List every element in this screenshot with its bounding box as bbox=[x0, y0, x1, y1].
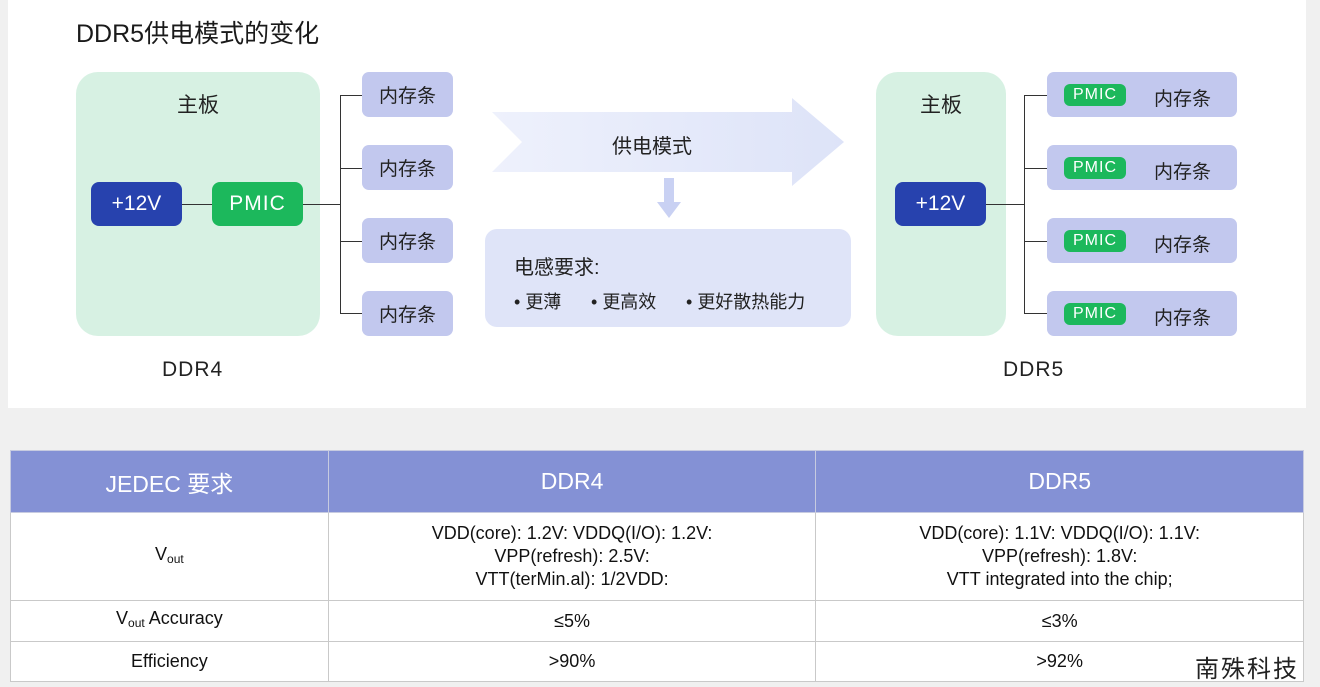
ddr4-vout-cell: VDD(core): 1.2V: VDDQ(I/O): 1.2V: VPP(re… bbox=[327, 512, 817, 601]
ddr5-efficiency-cell: >92% bbox=[815, 641, 1304, 682]
ddr4-branch-3 bbox=[340, 241, 362, 242]
header-ddr4: DDR4 bbox=[327, 450, 817, 513]
power-mode-label: 供电模式 bbox=[612, 136, 692, 158]
requirement-efficiency: • 更高效 bbox=[591, 292, 657, 312]
inductor-requirements-title: 电感要求: bbox=[514, 257, 600, 279]
table-row: Efficiency >90% >92% bbox=[10, 641, 1304, 682]
row-label-suffix: Accuracy bbox=[144, 608, 223, 628]
header-jedec: JEDEC 要求 bbox=[10, 450, 329, 513]
ddr4-12v-to-pmic-line bbox=[182, 204, 212, 205]
requirement-thinner: • 更薄 bbox=[514, 292, 562, 312]
ddr4-12v-rail: +12V bbox=[91, 182, 182, 226]
watermark: 南殊科技 bbox=[1195, 655, 1299, 683]
ddr4-vout-line-2: VPP(refresh): 2.5V: bbox=[494, 546, 650, 566]
ddr5-branch-2 bbox=[1024, 168, 1047, 169]
header-ddr5: DDR5 bbox=[815, 450, 1304, 513]
ddr5-dimm-3-pmic: PMIC bbox=[1064, 230, 1126, 252]
power-mode-arrow-icon bbox=[492, 98, 844, 186]
requirement-heat-dissipation-text: 更好散热能力 bbox=[697, 292, 806, 312]
ddr5-vout-cell: VDD(core): 1.1V: VDDQ(I/O): 1.1V: VPP(re… bbox=[815, 512, 1304, 601]
ddr4-caption: DDR4 bbox=[162, 358, 224, 381]
row-label-sub: out bbox=[167, 551, 184, 566]
ddr4-dimm-4: 内存条 bbox=[362, 291, 453, 336]
ddr5-vout-line-1: VDD(core): 1.1V: VDDQ(I/O): 1.1V: bbox=[919, 523, 1201, 543]
ddr5-dimm-4-pmic: PMIC bbox=[1064, 303, 1126, 325]
ddr5-12v-to-bus-line bbox=[986, 204, 1024, 205]
ddr5-branch-4 bbox=[1024, 313, 1047, 314]
requirement-efficiency-text: 更高效 bbox=[602, 292, 657, 312]
diagram-title: DDR5供电模式的变化 bbox=[76, 20, 320, 48]
ddr4-vout-line-3: VTT(terMin.al): 1/2VDD: bbox=[475, 569, 669, 589]
row-label-main: V bbox=[116, 608, 129, 628]
ddr4-dimm-2: 内存条 bbox=[362, 145, 453, 190]
ddr4-pmic-to-bus-line bbox=[303, 204, 340, 205]
table-header-row: JEDEC 要求 DDR4 DDR5 bbox=[10, 450, 1304, 513]
ddr5-accuracy-cell: ≤3% bbox=[815, 600, 1304, 642]
row-label-vout: Vout bbox=[10, 512, 329, 601]
inductor-requirements-box bbox=[485, 229, 851, 327]
ddr5-caption: DDR5 bbox=[1003, 358, 1065, 381]
ddr5-dimm-3-label: 内存条 bbox=[1154, 235, 1212, 256]
ddr4-branch-2 bbox=[340, 168, 362, 169]
requirement-heat-dissipation: • 更好散热能力 bbox=[686, 292, 806, 312]
ddr4-vout-line-1: VDD(core): 1.2V: VDDQ(I/O): 1.2V: bbox=[431, 523, 713, 543]
ddr5-branch-1 bbox=[1024, 95, 1047, 96]
ddr4-pmic: PMIC bbox=[212, 182, 303, 226]
ddr5-vout-line-3: VTT integrated into the chip; bbox=[946, 569, 1173, 589]
ddr5-bus-line bbox=[1024, 95, 1025, 313]
ddr5-dimm-1-label: 内存条 bbox=[1154, 89, 1212, 110]
row-label-main: V bbox=[155, 543, 168, 564]
row-label-vout-accuracy: Vout Accuracy bbox=[10, 600, 329, 642]
ddr4-branch-1 bbox=[340, 95, 362, 96]
ddr4-bus-line bbox=[340, 95, 341, 313]
ddr5-dimm-1-pmic: PMIC bbox=[1064, 84, 1126, 106]
ddr5-vout-line-2: VPP(refresh): 1.8V: bbox=[981, 546, 1138, 566]
jedec-spec-table: JEDEC 要求 DDR4 DDR5 Vout VDD(core): 1.2V:… bbox=[10, 450, 1304, 682]
row-label-efficiency: Efficiency bbox=[10, 641, 329, 682]
ddr5-board-label: 主板 bbox=[920, 94, 962, 117]
ddr4-efficiency-cell: >90% bbox=[327, 641, 817, 682]
ddr4-branch-4 bbox=[340, 313, 362, 314]
table-row: Vout Accuracy ≤5% ≤3% bbox=[10, 600, 1304, 642]
down-arrow-icon bbox=[657, 178, 681, 218]
table-row: Vout VDD(core): 1.2V: VDDQ(I/O): 1.2V: V… bbox=[10, 512, 1304, 601]
ddr5-dimm-2-pmic: PMIC bbox=[1064, 157, 1126, 179]
ddr4-dimm-1: 内存条 bbox=[362, 72, 453, 117]
row-label-sub: out bbox=[128, 616, 145, 630]
ddr5-dimm-4-label: 内存条 bbox=[1154, 308, 1212, 329]
ddr4-dimm-3: 内存条 bbox=[362, 218, 453, 263]
ddr5-branch-3 bbox=[1024, 241, 1047, 242]
ddr5-12v-rail: +12V bbox=[895, 182, 986, 226]
ddr5-dimm-2-label: 内存条 bbox=[1154, 162, 1212, 183]
ddr4-board-label: 主板 bbox=[177, 94, 219, 117]
requirement-thinner-text: 更薄 bbox=[525, 292, 562, 312]
ddr4-accuracy-cell: ≤5% bbox=[327, 600, 817, 642]
